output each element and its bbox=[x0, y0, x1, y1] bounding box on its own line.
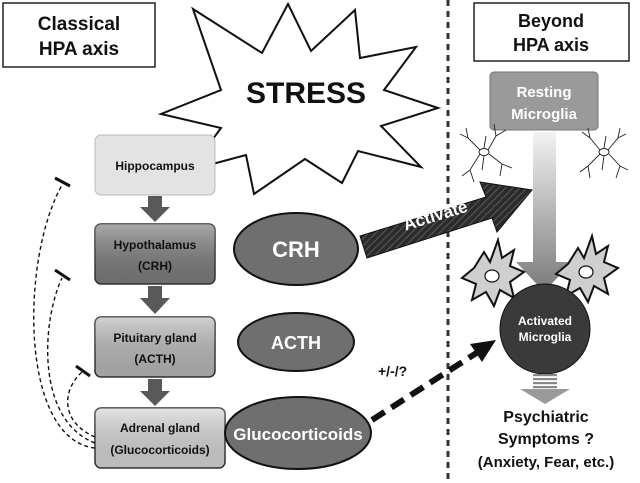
classical-title-line1: Classical bbox=[38, 14, 120, 35]
hypothalamus-sublabel: (CRH) bbox=[138, 259, 172, 273]
resting-microglia-line1: Resting bbox=[516, 84, 571, 101]
beyond-hpa-box: Beyond HPA axis bbox=[473, 2, 630, 62]
classical-title-line2: HPA axis bbox=[39, 39, 119, 60]
resting-microglia-cell-right bbox=[579, 127, 629, 179]
classical-hpa-box: Classical HPA axis bbox=[2, 2, 156, 68]
feedback-inhibit-pituitary bbox=[75, 364, 91, 378]
feedback-inhibit-hippocampus bbox=[54, 176, 71, 188]
feedback-line-hypothalamus bbox=[46, 277, 96, 444]
modulation-label: +/-/? bbox=[378, 363, 407, 379]
beyond-title-line1: Beyond bbox=[518, 11, 584, 31]
arrow-hypothalamus-to-pituitary bbox=[140, 286, 170, 314]
hippocampus-box: Hippocampus bbox=[94, 134, 216, 196]
adrenal-box: Adrenal gland (Glucocorticoids) bbox=[94, 407, 226, 469]
adrenal-label: Adrenal gland bbox=[120, 421, 200, 435]
glucocorticoids-label: Glucocorticoids bbox=[233, 425, 362, 444]
symptoms-line2: Symptoms ? bbox=[498, 431, 594, 448]
symptoms-line1: Psychiatric bbox=[503, 409, 588, 426]
resting-microglia-line2: Microglia bbox=[511, 106, 578, 123]
adrenal-sublabel: (Glucocorticoids) bbox=[110, 443, 209, 457]
symptoms-line3: (Anxiety, Fear, etc.) bbox=[478, 454, 614, 471]
resting-to-activated-arrow bbox=[516, 132, 572, 292]
activated-microglia-cell-left bbox=[460, 236, 527, 309]
feedback-inhibit-hypothalamus bbox=[54, 268, 71, 282]
crh-label: CRH bbox=[272, 237, 320, 262]
pituitary-box: Pituitary gland (ACTH) bbox=[94, 316, 216, 378]
acth-label: ACTH bbox=[271, 333, 321, 353]
crh-ellipse: CRH bbox=[233, 212, 359, 286]
hippocampus-label: Hippocampus bbox=[115, 159, 195, 173]
arrow-pituitary-to-adrenal bbox=[140, 379, 170, 406]
glucocorticoids-ellipse: Glucocorticoids bbox=[224, 396, 372, 470]
beyond-title-line2: HPA axis bbox=[513, 35, 589, 55]
pituitary-label: Pituitary gland bbox=[113, 331, 196, 345]
resting-microglia-box: Resting Microglia bbox=[489, 71, 599, 131]
activate-arrow: Activate bbox=[359, 181, 533, 259]
resting-microglia-cell-left bbox=[459, 123, 513, 183]
feedback-line-pituitary bbox=[67, 371, 96, 438]
hypothalamus-label: Hypothalamus bbox=[114, 238, 197, 252]
activated-microglia-line2: Microglia bbox=[519, 330, 572, 344]
hypothalamus-box: Hypothalamus (CRH) bbox=[94, 223, 216, 285]
arrow-hippocampus-to-hypothalamus bbox=[140, 196, 170, 222]
activated-to-symptoms-arrow bbox=[520, 374, 570, 404]
pituitary-sublabel: (ACTH) bbox=[134, 352, 175, 366]
acth-ellipse: ACTH bbox=[237, 312, 355, 372]
stress-label: STRESS bbox=[246, 77, 366, 110]
feedback-line-hippocampus bbox=[33, 184, 96, 449]
activated-microglia-circle: Activated Microglia bbox=[499, 283, 591, 375]
activated-microglia-line1: Activated bbox=[518, 314, 572, 328]
glucocorticoid-modulation-arrow bbox=[370, 340, 496, 423]
